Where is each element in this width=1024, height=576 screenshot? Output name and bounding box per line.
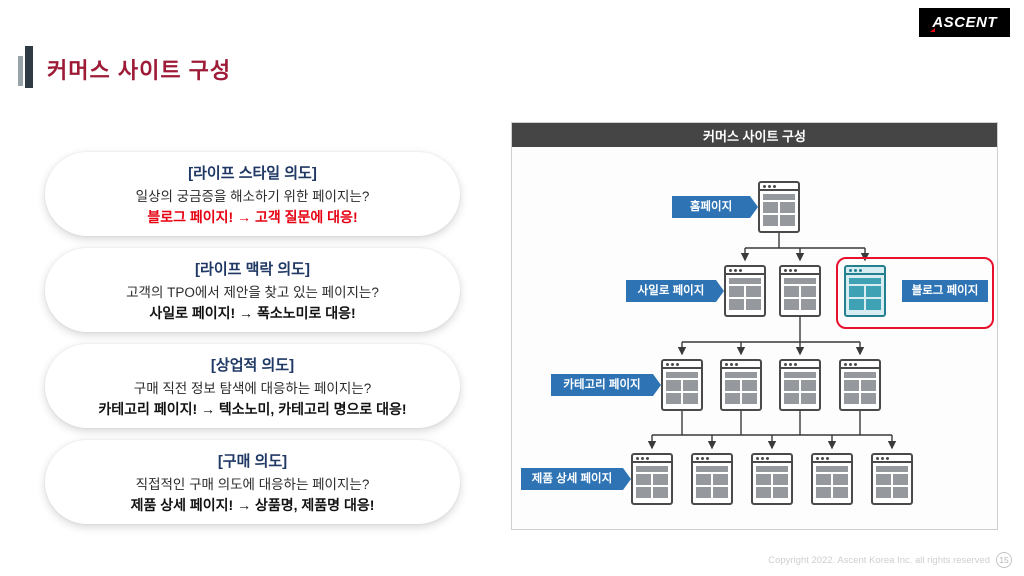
card-life-context-intent: [라이프 맥락 의도] 고객의 TPO에서 제안을 찾고 있는 페이지는? 사일… [45, 248, 460, 332]
card-heading: [라이프 맥락 의도] [195, 260, 310, 278]
blog-page-icon [844, 265, 886, 317]
logo-text: ASCENT [932, 14, 997, 31]
title-accent-bar-dark [25, 46, 33, 88]
webpage-icon [724, 265, 766, 317]
card-question: 구매 직전 정보 탐색에 대응하는 페이지는? [133, 380, 372, 396]
card-answer: 블로그 페이지! → 고객 질문에 대응! [147, 208, 358, 225]
webpage-icon [871, 453, 913, 505]
ascent-logo: ASCENT [919, 8, 1010, 37]
webpage-icon [751, 453, 793, 505]
blog-page-label: 블로그 페이지 [902, 280, 988, 302]
card-question: 일상의 궁금증을 해소하기 위한 페이지는? [135, 188, 370, 204]
level-label: 제품 상세 페이지 [521, 468, 631, 490]
level-label: 사일로 페이지 [626, 280, 724, 302]
tree-connectors [647, 233, 897, 450]
webpage-icon [661, 359, 703, 411]
card-question: 고객의 TPO에서 제안을 찾고 있는 페이지는? [126, 284, 379, 300]
webpage-icon [779, 359, 821, 411]
card-heading: [라이프 스타일 의도] [188, 164, 317, 182]
card-heading: [상업적 의도] [210, 356, 295, 374]
webpage-icon [758, 181, 800, 233]
page-title: 커머스 사이트 구성 [47, 58, 232, 83]
card-answer: 사일로 페이지! → 폭소노미로 대응! [149, 304, 356, 321]
logo-accent-icon [930, 28, 936, 32]
title-accent-bar-gray [18, 56, 23, 86]
title-block: 커머스 사이트 구성 [18, 46, 231, 88]
intent-cards: [라이프 스타일 의도] 일상의 궁금증을 해소하기 위한 페이지는? 블로그 … [45, 152, 460, 524]
copyright-text: Copyright 2022. Ascent Korea Inc. all ri… [768, 554, 990, 566]
footer: Copyright 2022. Ascent Korea Inc. all ri… [768, 552, 1012, 568]
webpage-icon [811, 453, 853, 505]
card-purchase-intent: [구매 의도] 직접적인 구매 의도에 대응하는 페이지는? 제품 상세 페이지… [45, 440, 460, 524]
webpage-icon [691, 453, 733, 505]
card-answer: 제품 상세 페이지! → 상품명, 제품명 대응! [130, 496, 375, 513]
level-label: 카테고리 페이지 [551, 374, 661, 396]
webpage-icon [720, 359, 762, 411]
card-answer: 카테고리 페이지! → 텍소노미, 카테고리 명으로 대응! [98, 400, 407, 417]
level-label: 홈페이지 [672, 196, 758, 218]
card-lifestyle-intent: [라이프 스타일 의도] 일상의 궁금증을 해소하기 위한 페이지는? 블로그 … [45, 152, 460, 236]
webpage-icon [839, 359, 881, 411]
panel-title: 커머스 사이트 구성 [512, 123, 997, 147]
card-commercial-intent: [상업적 의도] 구매 직전 정보 탐색에 대응하는 페이지는? 카테고리 페이… [45, 344, 460, 428]
page-number-badge: 15 [996, 552, 1012, 568]
blog-highlight-outline [836, 257, 994, 329]
card-heading: [구매 의도] [217, 452, 288, 470]
card-question: 직접적인 구매 의도에 대응하는 페이지는? [135, 476, 370, 492]
webpage-icon [779, 265, 821, 317]
webpage-icon [631, 453, 673, 505]
